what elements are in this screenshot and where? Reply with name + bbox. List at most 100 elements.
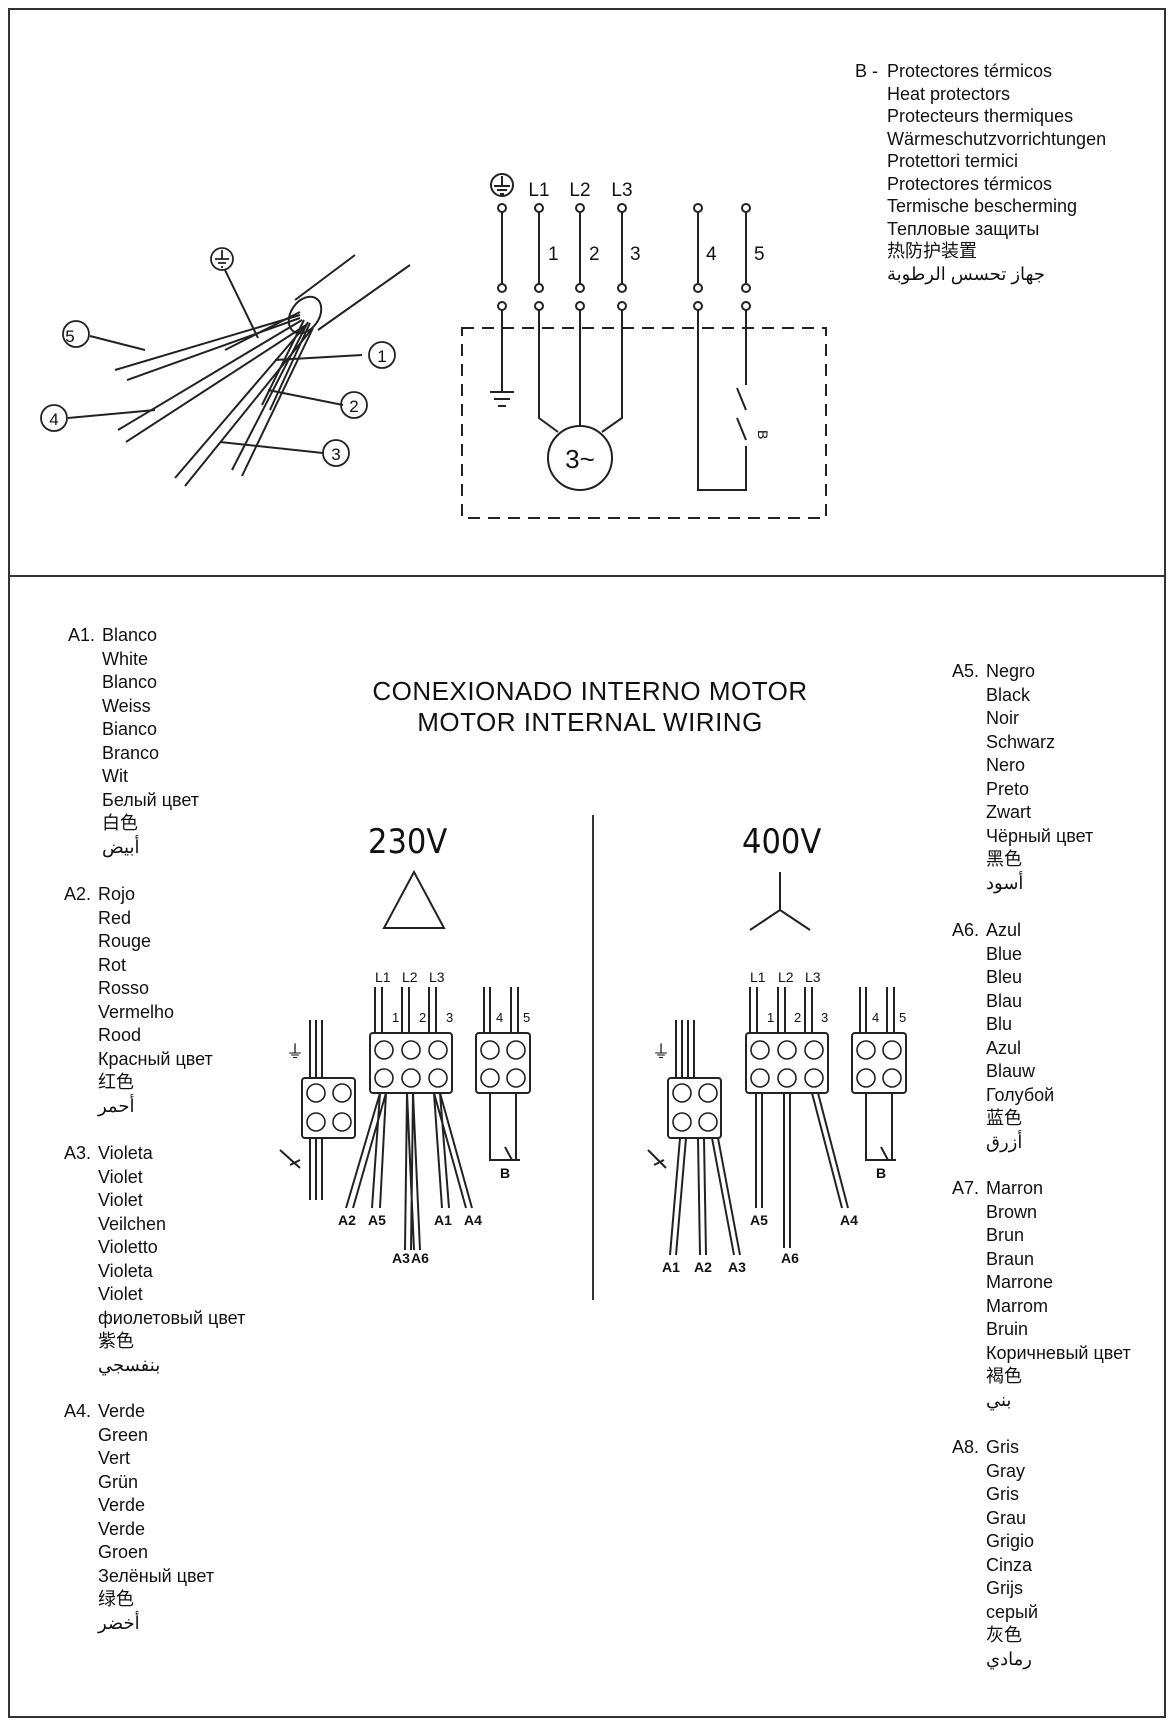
wiring-230 xyxy=(279,869,531,1251)
color-name: Чёрный цвет xyxy=(986,825,1094,846)
phase-label-l2: L2 xyxy=(402,969,418,985)
terminal-label: 3 xyxy=(446,1010,453,1025)
cable-illustration xyxy=(67,254,411,487)
phase-label-l2: L2 xyxy=(778,969,794,985)
legend-line: Wärmeschutzvorrichtungen xyxy=(887,128,1107,149)
wire-label-a1: A1 xyxy=(662,1259,680,1275)
color-name: Vermelho xyxy=(98,1001,175,1022)
title-line-2: MOTOR INTERNAL WIRING xyxy=(417,707,763,737)
color-name: Gray xyxy=(986,1460,1026,1481)
legend-line: Protettori termici xyxy=(887,151,1019,171)
terminal-label: 4 xyxy=(496,1010,503,1025)
color-name: Grigio xyxy=(986,1531,1035,1551)
color-name: Bianco xyxy=(102,719,158,739)
color-name: Violetto xyxy=(98,1237,158,1257)
terminal-label: 2 xyxy=(419,1010,426,1025)
phase-label-l1: L1 xyxy=(750,969,766,985)
color-name: Violeta xyxy=(98,1143,153,1163)
color-name: Rouge xyxy=(98,931,152,951)
color-name: Veilchen xyxy=(98,1213,167,1234)
legend-line: Termische bescherming xyxy=(887,196,1078,216)
color-name: Noir xyxy=(986,708,1020,728)
color-name: 白色 xyxy=(102,813,138,833)
color-code: A2. xyxy=(64,884,92,904)
color-name: Rojo xyxy=(98,884,136,904)
color-name: Violeta xyxy=(98,1260,153,1281)
terminal-label: 2 xyxy=(794,1010,801,1025)
color-name: Blauw xyxy=(986,1061,1036,1081)
legend-line: Protectores térmicos xyxy=(887,61,1053,81)
cable-label-5: 5 xyxy=(65,327,74,346)
wiring-title: CONEXIONADO INTERNO MOTOR MOTOR INTERNAL… xyxy=(330,676,850,738)
color-name: أخضر xyxy=(98,1612,140,1633)
color-name: Groen xyxy=(98,1542,149,1562)
color-code: A5. xyxy=(952,661,980,681)
color-name: Marrone xyxy=(986,1272,1054,1292)
phase-label-l2: L2 xyxy=(569,180,590,201)
color-name: Зелёный цвет xyxy=(98,1565,215,1586)
legend-line: Protectores térmicos xyxy=(887,173,1053,194)
terminal-label: 3 xyxy=(630,244,641,265)
color-name: 蓝色 xyxy=(986,1108,1022,1128)
color-code: A1. xyxy=(68,625,96,645)
color-name: بني xyxy=(986,1389,1012,1410)
color-code: A4. xyxy=(64,1401,92,1421)
legend-line: Heat protectors xyxy=(887,83,1011,104)
color-name: Blu xyxy=(986,1014,1013,1034)
color-name: Zwart xyxy=(986,802,1031,822)
color-name: Violet xyxy=(98,1284,143,1304)
color-name: Blue xyxy=(986,943,1023,964)
color-name: Braun xyxy=(986,1248,1035,1269)
color-name: Bruin xyxy=(986,1319,1029,1339)
legend-line: Тепловые защиты xyxy=(887,218,1040,239)
color-name: Verde xyxy=(98,1495,146,1515)
color-name: Azul xyxy=(986,1037,1022,1058)
terminal-label: 5 xyxy=(899,1010,906,1025)
terminal-label: 5 xyxy=(754,244,765,265)
color-name: Красный цвет xyxy=(98,1048,213,1069)
ground-icon: ⏚ xyxy=(286,1042,304,1062)
color-name: 褐色 xyxy=(986,1366,1022,1386)
color-name: Gris xyxy=(986,1437,1019,1457)
wire-label-a4: A4 xyxy=(840,1212,858,1228)
terminal-label: 5 xyxy=(523,1010,530,1025)
top-schematic xyxy=(461,173,827,519)
color-name: Black xyxy=(986,684,1031,705)
color-name: Blanco xyxy=(102,625,158,645)
cable-label-3: 3 xyxy=(331,445,340,464)
color-name: Nero xyxy=(986,755,1026,775)
color-name: Violet xyxy=(98,1190,143,1210)
terminal-label: 1 xyxy=(392,1010,399,1025)
color-name: Green xyxy=(98,1424,149,1445)
color-name: أسود xyxy=(986,872,1024,893)
color-name: Wit xyxy=(102,766,128,786)
color-name: 绿色 xyxy=(98,1589,134,1609)
color-name: серый xyxy=(986,1601,1039,1622)
color-name: Azul xyxy=(986,920,1022,940)
cable-label-4: 4 xyxy=(49,410,58,429)
color-name: Cinza xyxy=(986,1554,1033,1575)
wire-label-a4: A4 xyxy=(464,1212,482,1228)
voltage-230-label: 230V xyxy=(368,822,448,862)
color-name: بنفسجي xyxy=(98,1354,161,1375)
terminal-label: 2 xyxy=(589,244,600,265)
protector-label: B xyxy=(876,1165,886,1181)
wire-label-a3: A3 xyxy=(728,1259,746,1275)
color-name: Rosso xyxy=(98,978,150,998)
phase-label-l3: L3 xyxy=(611,180,632,201)
color-name: Голубой xyxy=(986,1084,1055,1105)
page-frame xyxy=(8,8,1166,1718)
protector-label: B xyxy=(500,1165,510,1181)
motor-symbol: 3~ xyxy=(565,444,595,474)
color-name: Weiss xyxy=(102,695,151,716)
color-name: Marrom xyxy=(986,1295,1048,1316)
thermal-protector-legend: B - Protectores térmicos Heat protectors… xyxy=(855,60,1106,285)
color-name: Branco xyxy=(102,742,160,763)
terminal-label: 4 xyxy=(872,1010,879,1025)
